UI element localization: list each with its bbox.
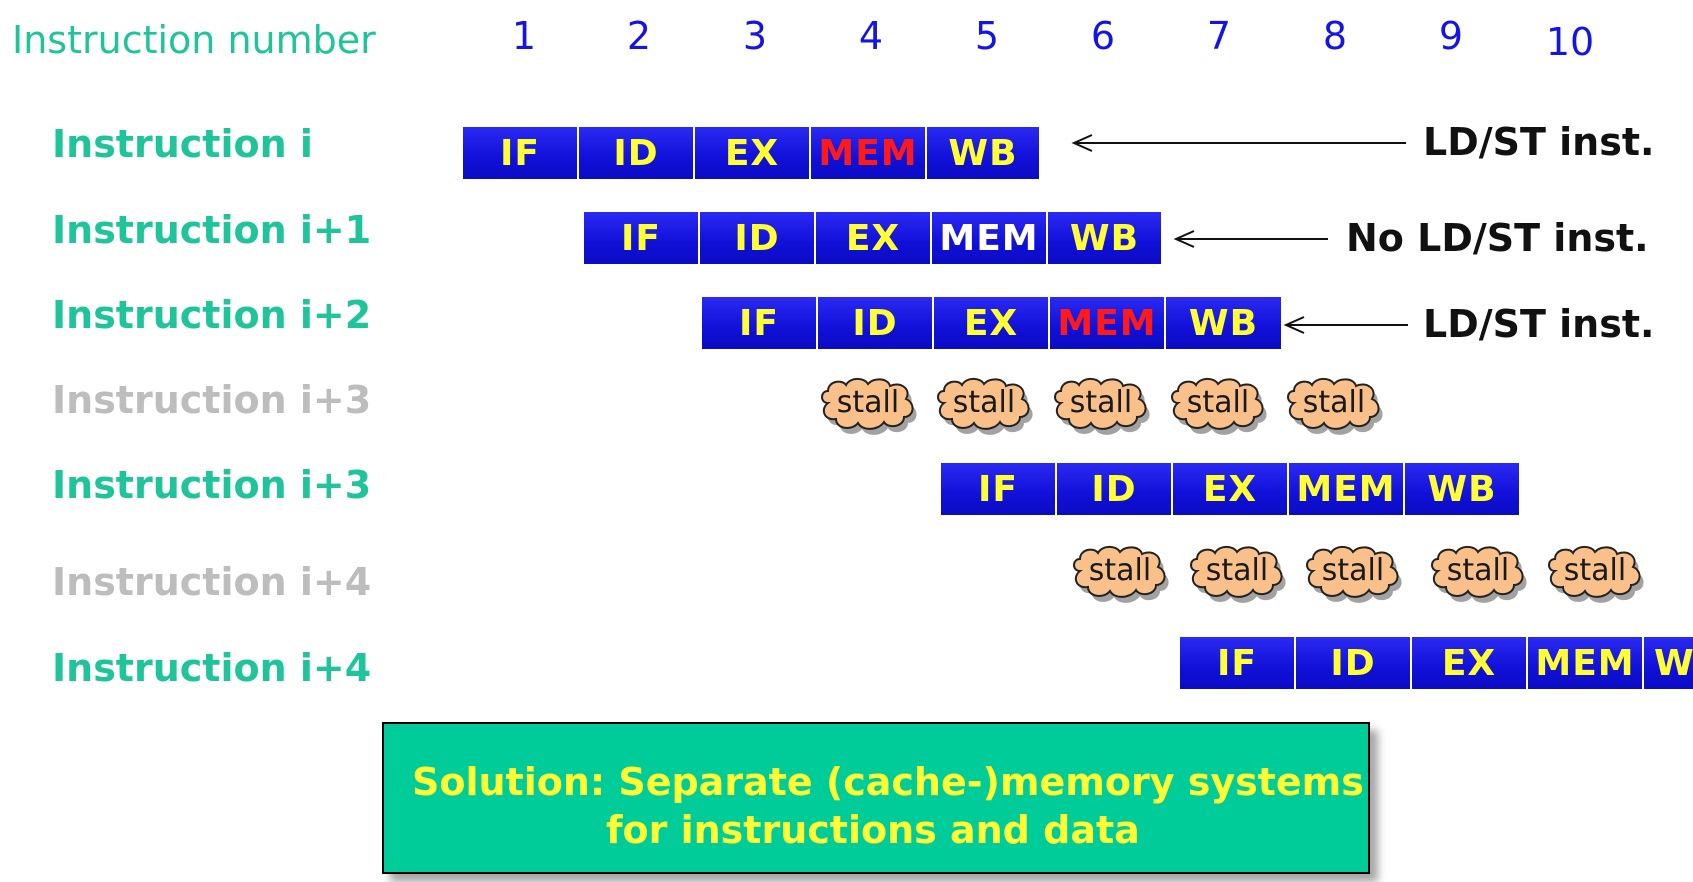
cycle-number-5: 5 [974, 14, 1000, 58]
stage-id: ID [579, 127, 695, 179]
stage-if: IF [702, 297, 818, 349]
stall-label: stall [1069, 384, 1133, 420]
stall-bubble: stall [1168, 375, 1276, 435]
row-label-instruction-i-plus-1: Instruction i+1 [52, 208, 372, 252]
stall-bubble: stall [1070, 543, 1178, 603]
row-label-instruction-i-plus-4: Instruction i+4 [52, 646, 372, 690]
note-ld-st-inst: LD/ST inst. [1423, 302, 1655, 346]
solution-line-1: Solution: Separate (cache-)memory system… [412, 760, 1364, 804]
cycle-number-2: 2 [626, 14, 652, 58]
note-ld-st-inst: LD/ST inst. [1423, 120, 1655, 164]
stage-id: ID [818, 297, 934, 349]
row-label-instruction-i-plus-3-stalled: Instruction i+3 [52, 378, 372, 422]
stage-wb: WB [1405, 463, 1519, 515]
stage-mem-hazard: MEM [1050, 297, 1166, 349]
solution-box: Solution: Separate (cache-)memory system… [382, 722, 1370, 874]
stage-ex: EX [816, 212, 932, 264]
stage-wb: WB [1048, 212, 1161, 264]
stall-label: stall [1302, 384, 1366, 420]
stall-label: stall [1563, 552, 1627, 588]
arrow-left-icon [1283, 316, 1408, 334]
arrow-left-icon [1173, 230, 1328, 248]
stall-label: stall [1205, 552, 1269, 588]
stall-bubble: stall [1545, 543, 1653, 603]
stage-if: IF [941, 463, 1057, 515]
stall-label: stall [1321, 552, 1385, 588]
note-no-ld-st-inst: No LD/ST inst. [1346, 216, 1649, 260]
stall-label: stall [1088, 552, 1152, 588]
stall-label: stall [836, 384, 900, 420]
stage-if: IF [463, 127, 579, 179]
stage-ex: EX [934, 297, 1050, 349]
cycle-number-3: 3 [742, 14, 768, 58]
stall-bubble: stall [1187, 543, 1295, 603]
row-label-instruction-i-plus-2: Instruction i+2 [52, 293, 372, 337]
stage-wb-clipped: W [1644, 637, 1693, 689]
stall-bubble: stall [1284, 375, 1392, 435]
stage-ex: EX [1173, 463, 1289, 515]
stage-id: ID [1057, 463, 1173, 515]
instruction-number-header: Instruction number [12, 18, 376, 62]
stage-mem: MEM [932, 212, 1048, 264]
stage-mem: MEM [1289, 463, 1405, 515]
stall-bubble: stall [1051, 375, 1159, 435]
cycle-number-8: 8 [1322, 14, 1348, 58]
solution-line-2: for instructions and data [606, 808, 1140, 852]
cycle-number-6: 6 [1090, 14, 1116, 58]
stage-id: ID [700, 212, 816, 264]
row-label-instruction-i-plus-3: Instruction i+3 [52, 463, 372, 507]
cycle-number-9: 9 [1438, 14, 1464, 58]
stage-if: IF [1180, 637, 1296, 689]
stage-wb: WB [1166, 297, 1281, 349]
stall-bubble: stall [818, 375, 926, 435]
stall-bubble: stall [934, 375, 1042, 435]
cycle-number-1: 1 [511, 14, 537, 58]
stage-mem-hazard: MEM [811, 127, 927, 179]
cycle-number-10: 10 [1545, 20, 1595, 64]
stage-wb: WB [927, 127, 1039, 179]
stage-ex: EX [1412, 637, 1528, 689]
stage-mem: MEM [1528, 637, 1644, 689]
stall-label: stall [952, 384, 1016, 420]
stall-label: stall [1186, 384, 1250, 420]
row-label-instruction-i: Instruction i [52, 122, 313, 166]
stage-ex: EX [695, 127, 811, 179]
arrow-left-icon [1071, 134, 1406, 152]
cycle-number-4: 4 [858, 14, 884, 58]
stage-if: IF [584, 212, 700, 264]
stall-label: stall [1446, 552, 1510, 588]
stall-bubble: stall [1428, 543, 1536, 603]
row-label-instruction-i-plus-4-stalled: Instruction i+4 [52, 560, 372, 604]
cycle-number-7: 7 [1206, 14, 1232, 58]
stall-bubble: stall [1303, 543, 1411, 603]
stage-id: ID [1296, 637, 1412, 689]
